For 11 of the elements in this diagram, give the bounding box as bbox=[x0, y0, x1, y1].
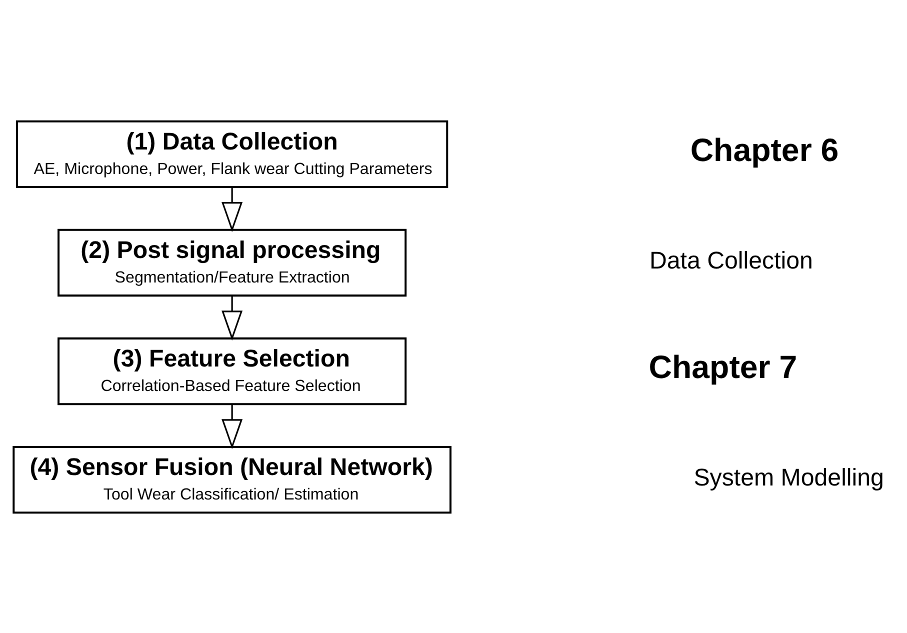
label: Chapter 6 bbox=[690, 132, 839, 168]
arrow bbox=[222, 295, 243, 340]
label: Chapter 7 bbox=[648, 348, 798, 385]
label: Data Collection bbox=[649, 247, 813, 274]
node-box: (2) Post signal processing Segmentation/Feature Extraction bbox=[58, 228, 407, 296]
arrow bbox=[222, 404, 243, 449]
arrow bbox=[222, 186, 243, 232]
node-box: (4) Sensor Fusion (Neural Network) Tool Wear Classification/ Estimation bbox=[12, 445, 452, 514]
label: System Modelling bbox=[694, 464, 884, 492]
node-box: (1) Data Collection AE, Microphone, Power, Flank wear Cutting Parameters bbox=[16, 120, 448, 188]
node-box: (3) Feature Selection Correlation-Based Feature Selection bbox=[58, 336, 407, 405]
